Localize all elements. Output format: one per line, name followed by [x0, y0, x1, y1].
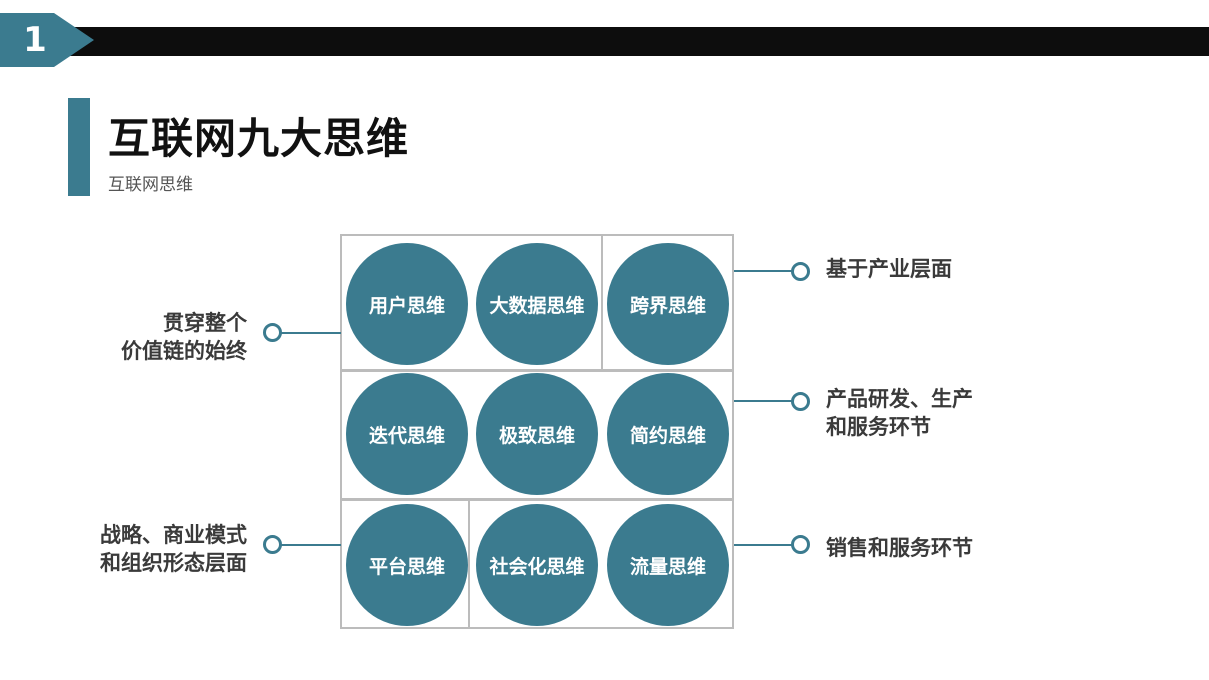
right-label-product-line-2: 和服务环节	[826, 415, 931, 439]
page-title: 互联网九大思维	[108, 114, 410, 163]
section-badge	[0, 13, 94, 67]
right-label-industry: 基于产业层面	[826, 255, 952, 283]
left-label-value-chain-line-1: 贯穿整个	[163, 311, 247, 335]
thinking-circle-extreme: 极致思维	[476, 373, 598, 495]
right-node-1	[791, 262, 810, 281]
thinking-circle-big-data: 大数据思维	[476, 243, 598, 365]
grid-col-divider-row3	[468, 498, 470, 629]
grid-col-divider-row1	[601, 234, 603, 371]
right-node-3	[791, 535, 810, 554]
page-subtitle: 互联网思维	[108, 175, 193, 195]
header-bar	[70, 27, 1209, 56]
grid-row-divider-1	[340, 369, 734, 372]
left-connector-2	[279, 544, 341, 546]
right-label-product: 产品研发、生产 和服务环节	[826, 385, 973, 441]
thinking-circle-traffic: 流量思维	[607, 504, 729, 626]
left-node-2	[263, 535, 282, 554]
thinking-circle-iteration: 迭代思维	[346, 373, 468, 495]
left-label-strategy-line-2: 和组织形态层面	[100, 551, 247, 575]
left-connector-1	[279, 332, 341, 334]
grid-row-divider-2	[340, 498, 734, 501]
thinking-circle-user: 用户思维	[346, 243, 468, 365]
right-label-product-line-1: 产品研发、生产	[826, 387, 973, 411]
section-number: 1	[23, 20, 47, 60]
right-connector-2	[734, 400, 794, 402]
grid-border-top	[340, 234, 734, 236]
grid-border-bottom	[340, 627, 734, 629]
left-node-1	[263, 323, 282, 342]
left-label-strategy-line-1: 战略、商业模式	[100, 523, 247, 547]
right-label-sales-line-1: 销售和服务环节	[826, 536, 973, 560]
grid-border-left	[340, 234, 342, 629]
thinking-circle-simplicity: 简约思维	[607, 373, 729, 495]
right-node-2	[791, 392, 810, 411]
thinking-circle-crossover: 跨界思维	[607, 243, 729, 365]
right-connector-1	[734, 270, 794, 272]
thinking-circle-platform: 平台思维	[346, 504, 468, 626]
left-label-strategy: 战略、商业模式 和组织形态层面	[100, 521, 247, 577]
left-label-value-chain-line-2: 价值链的始终	[121, 339, 247, 363]
left-label-value-chain: 贯穿整个 价值链的始终	[121, 309, 247, 365]
right-label-industry-line-1: 基于产业层面	[826, 257, 952, 281]
grid-border-right	[732, 234, 734, 629]
right-label-sales: 销售和服务环节	[826, 534, 973, 562]
thinking-circle-social: 社会化思维	[476, 504, 598, 626]
right-connector-3	[734, 544, 794, 546]
title-accent-bar	[68, 98, 90, 196]
